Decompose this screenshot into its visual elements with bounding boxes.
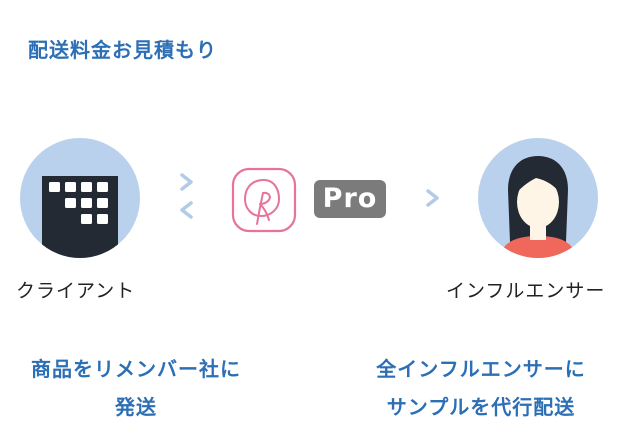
- influencer-description-line: サンプルを代行配送: [386, 395, 576, 419]
- influencer-description: 全インフルエンサーに サンプルを代行配送: [352, 350, 610, 426]
- page-title: 配送料金お見積もり: [28, 38, 217, 62]
- influencer-avatar: [478, 138, 598, 258]
- client-description-line: 商品をリメンバー社に: [31, 357, 241, 381]
- chevron-right-icon: [180, 173, 193, 191]
- client-description-line: 発送: [115, 395, 157, 419]
- client-avatar: [20, 138, 140, 258]
- chevron-left-icon: [180, 201, 193, 219]
- woman-avatar-icon: [500, 156, 576, 258]
- influencer-description-line: 全インフルエンサーに: [376, 357, 586, 381]
- client-label: クライアント: [16, 280, 136, 302]
- building-icon: [42, 176, 118, 258]
- chevron-right-icon: [426, 189, 439, 207]
- pro-badge: Pro: [314, 180, 386, 218]
- r-logo-icon: [231, 167, 297, 233]
- client-description: 商品をリメンバー社に 発送: [8, 350, 264, 426]
- influencer-label: インフルエンサー: [446, 280, 606, 302]
